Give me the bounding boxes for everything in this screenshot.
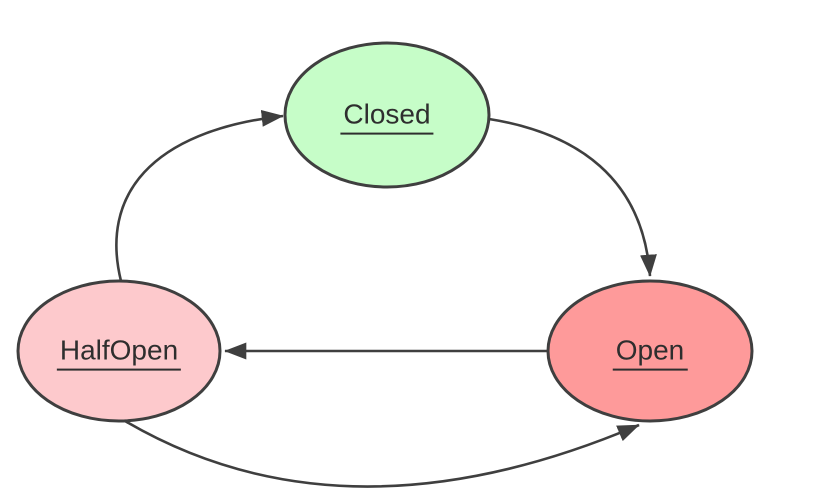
node-label-open[interactable]: Open — [612, 335, 688, 371]
edge-halfopen-to-closed — [115, 110, 284, 282]
node-closed[interactable] — [283, 41, 491, 189]
diagram-nodes — [16, 41, 754, 423]
node-label-closed-text[interactable]: Closed — [340, 99, 434, 135]
edge-closed-to-open — [488, 117, 657, 277]
node-label-open-text[interactable]: Open — [612, 335, 688, 371]
node-label-closed[interactable]: Closed — [340, 99, 434, 135]
node-label-halfopen[interactable]: HalfOpen — [56, 335, 182, 371]
node-label-halfopen-text[interactable]: HalfOpen — [56, 335, 182, 371]
diagram-edges — [115, 110, 657, 488]
node-halfopen[interactable] — [16, 279, 222, 423]
edge-halfopen-to-open — [124, 419, 640, 488]
node-open[interactable] — [546, 279, 754, 423]
